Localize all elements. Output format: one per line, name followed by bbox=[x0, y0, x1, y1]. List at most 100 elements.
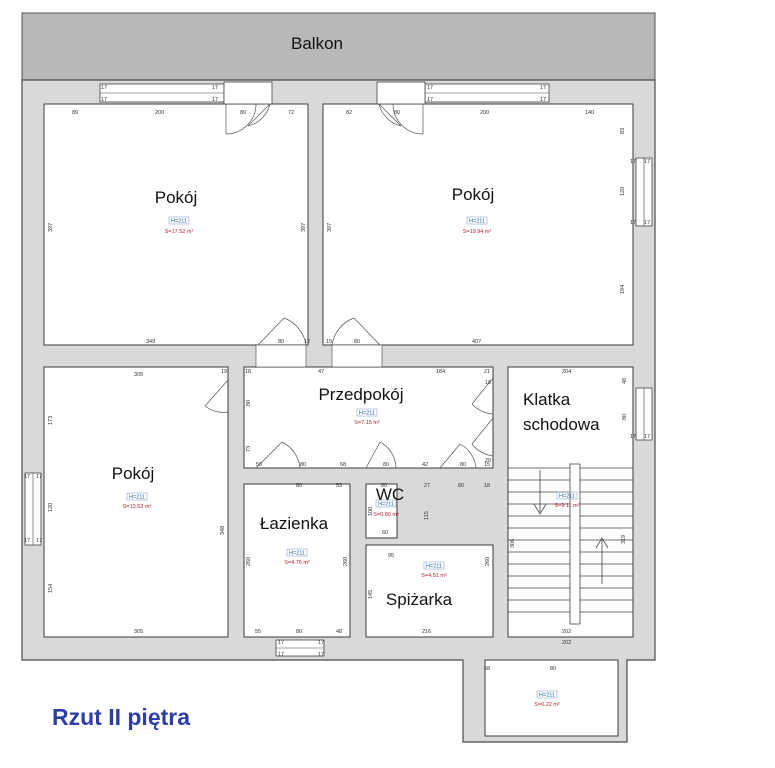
svg-text:348: 348 bbox=[220, 526, 226, 535]
svg-text:397: 397 bbox=[327, 223, 333, 232]
svg-text:397: 397 bbox=[301, 223, 307, 232]
svg-text:H=211: H=211 bbox=[469, 219, 485, 225]
room-lazienka bbox=[243, 483, 351, 638]
svg-text:S=4.51 m²: S=4.51 m² bbox=[421, 573, 447, 579]
svg-text:319: 319 bbox=[621, 535, 627, 544]
svg-text:80: 80 bbox=[296, 629, 302, 635]
svg-text:260: 260 bbox=[485, 557, 491, 566]
svg-text:17: 17 bbox=[427, 97, 433, 103]
svg-text:27: 27 bbox=[424, 483, 430, 489]
right-windows bbox=[635, 157, 653, 441]
svg-text:80: 80 bbox=[383, 462, 389, 468]
svg-text:H=211: H=211 bbox=[289, 551, 305, 557]
svg-text:17: 17 bbox=[644, 434, 650, 440]
label-pokoj-3: Pokój bbox=[112, 464, 155, 483]
svg-text:80: 80 bbox=[550, 666, 556, 672]
svg-text:260: 260 bbox=[246, 557, 252, 566]
svg-text:83: 83 bbox=[620, 128, 626, 134]
svg-text:115: 115 bbox=[424, 511, 430, 520]
staircase bbox=[508, 463, 633, 625]
balcony-area bbox=[21, 12, 656, 81]
svg-text:18: 18 bbox=[485, 380, 491, 386]
svg-text:20: 20 bbox=[485, 458, 491, 464]
svg-text:194: 194 bbox=[620, 285, 626, 294]
svg-text:17: 17 bbox=[101, 97, 107, 103]
svg-text:17: 17 bbox=[540, 85, 546, 91]
svg-text:140: 140 bbox=[585, 110, 594, 116]
svg-text:17: 17 bbox=[644, 220, 650, 226]
svg-text:80: 80 bbox=[394, 110, 400, 116]
svg-text:120: 120 bbox=[620, 187, 626, 196]
svg-text:120: 120 bbox=[48, 503, 54, 512]
label-pokoj-1: Pokój bbox=[155, 188, 198, 207]
svg-text:305: 305 bbox=[134, 372, 143, 378]
svg-text:17: 17 bbox=[630, 434, 636, 440]
svg-text:204: 204 bbox=[562, 369, 571, 375]
svg-text:260: 260 bbox=[343, 557, 349, 566]
svg-text:H=211: H=211 bbox=[559, 494, 575, 500]
svg-text:17: 17 bbox=[36, 474, 42, 480]
svg-text:60: 60 bbox=[382, 530, 388, 536]
svg-text:19: 19 bbox=[221, 369, 227, 375]
tag-klatka: H=211 S=9.11 m² bbox=[554, 491, 580, 509]
tag-pokoj-2: H=211 S=19.94 m² bbox=[463, 216, 492, 235]
svg-text:15: 15 bbox=[484, 462, 490, 468]
tag-spizarka: H=211 S=4.51 m² bbox=[421, 561, 447, 579]
left-window bbox=[24, 472, 42, 546]
svg-text:S=0.80 m²: S=0.80 m² bbox=[373, 512, 399, 518]
svg-text:17: 17 bbox=[24, 474, 30, 480]
svg-text:80: 80 bbox=[246, 400, 252, 406]
svg-text:S=7.15 m²: S=7.15 m² bbox=[354, 420, 380, 426]
svg-text:H=211: H=211 bbox=[426, 564, 442, 570]
svg-text:S=0.22 m²: S=0.22 m² bbox=[534, 702, 560, 708]
svg-text:216: 216 bbox=[422, 629, 431, 635]
svg-text:17: 17 bbox=[278, 640, 284, 646]
room-pokoj-1 bbox=[43, 103, 309, 346]
svg-text:145: 145 bbox=[368, 590, 374, 599]
svg-text:80: 80 bbox=[296, 483, 302, 489]
svg-text:17: 17 bbox=[540, 97, 546, 103]
tag-lazienka: H=211 S=4.76 m² bbox=[284, 548, 310, 566]
balcony-doors bbox=[223, 81, 426, 135]
room-przedpokoj bbox=[243, 366, 494, 469]
room-pokoj-2 bbox=[322, 103, 634, 346]
svg-text:S=9.11 m²: S=9.11 m² bbox=[554, 503, 579, 509]
tag-pokoj-3: H=211 S=13.63 m² bbox=[123, 492, 151, 510]
bottom-window bbox=[275, 639, 325, 657]
svg-text:48: 48 bbox=[336, 629, 342, 635]
svg-text:H=211: H=211 bbox=[171, 219, 187, 225]
tag-pokoj-1: H=211 S=17.52 m² bbox=[165, 216, 194, 235]
top-windows bbox=[99, 83, 550, 103]
svg-text:80: 80 bbox=[460, 462, 466, 468]
label-spizarka: Spiżarka bbox=[386, 590, 453, 609]
svg-text:80: 80 bbox=[240, 110, 246, 116]
svg-text:200: 200 bbox=[480, 110, 489, 116]
svg-text:184: 184 bbox=[436, 369, 445, 375]
svg-text:306: 306 bbox=[510, 539, 516, 548]
svg-text:55: 55 bbox=[255, 629, 261, 635]
svg-text:17: 17 bbox=[318, 652, 324, 658]
room-wc bbox=[365, 483, 398, 539]
svg-text:H=211: H=211 bbox=[359, 411, 375, 417]
svg-text:80: 80 bbox=[278, 339, 284, 345]
svg-text:82: 82 bbox=[346, 110, 352, 116]
svg-text:17: 17 bbox=[318, 640, 324, 646]
svg-text:80: 80 bbox=[458, 483, 464, 489]
svg-text:S=19.94 m²: S=19.94 m² bbox=[463, 229, 492, 235]
svg-text:407: 407 bbox=[472, 339, 481, 345]
dimensions: 89 200 80 72 82 80 200 140 17 17 17 17 1… bbox=[24, 85, 650, 672]
label-wc: WC bbox=[376, 485, 404, 504]
label-lazienka: Łazienka bbox=[260, 514, 329, 533]
svg-text:80: 80 bbox=[354, 339, 360, 345]
svg-text:68: 68 bbox=[484, 666, 490, 672]
svg-text:100: 100 bbox=[368, 507, 374, 516]
svg-text:202: 202 bbox=[562, 629, 571, 635]
svg-text:17: 17 bbox=[644, 159, 650, 165]
svg-text:S=17.52 m²: S=17.52 m² bbox=[165, 229, 194, 235]
label-przedpokoj: Przedpokój bbox=[318, 385, 403, 404]
balcony-label: Balkon bbox=[291, 34, 343, 53]
svg-text:68: 68 bbox=[340, 462, 346, 468]
room-pokoj-3 bbox=[43, 366, 229, 638]
svg-text:53: 53 bbox=[336, 483, 342, 489]
